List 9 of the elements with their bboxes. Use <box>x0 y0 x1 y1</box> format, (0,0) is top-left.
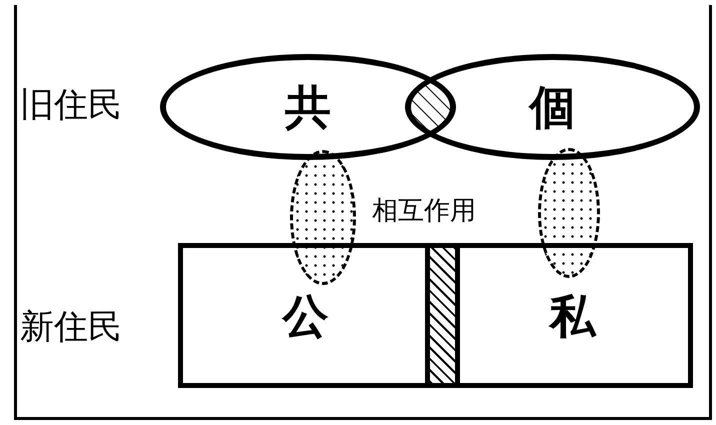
node-label: 個 <box>530 84 576 130</box>
node-label: 私 <box>550 292 596 338</box>
group-label: 新住民 <box>20 310 122 344</box>
oval <box>405 54 700 160</box>
group-label: 旧住民 <box>20 88 122 122</box>
interaction-label: 相互作用 <box>372 198 476 224</box>
oval <box>160 54 456 160</box>
node-label: 公 <box>282 292 328 338</box>
node-label: 共 <box>285 84 331 130</box>
